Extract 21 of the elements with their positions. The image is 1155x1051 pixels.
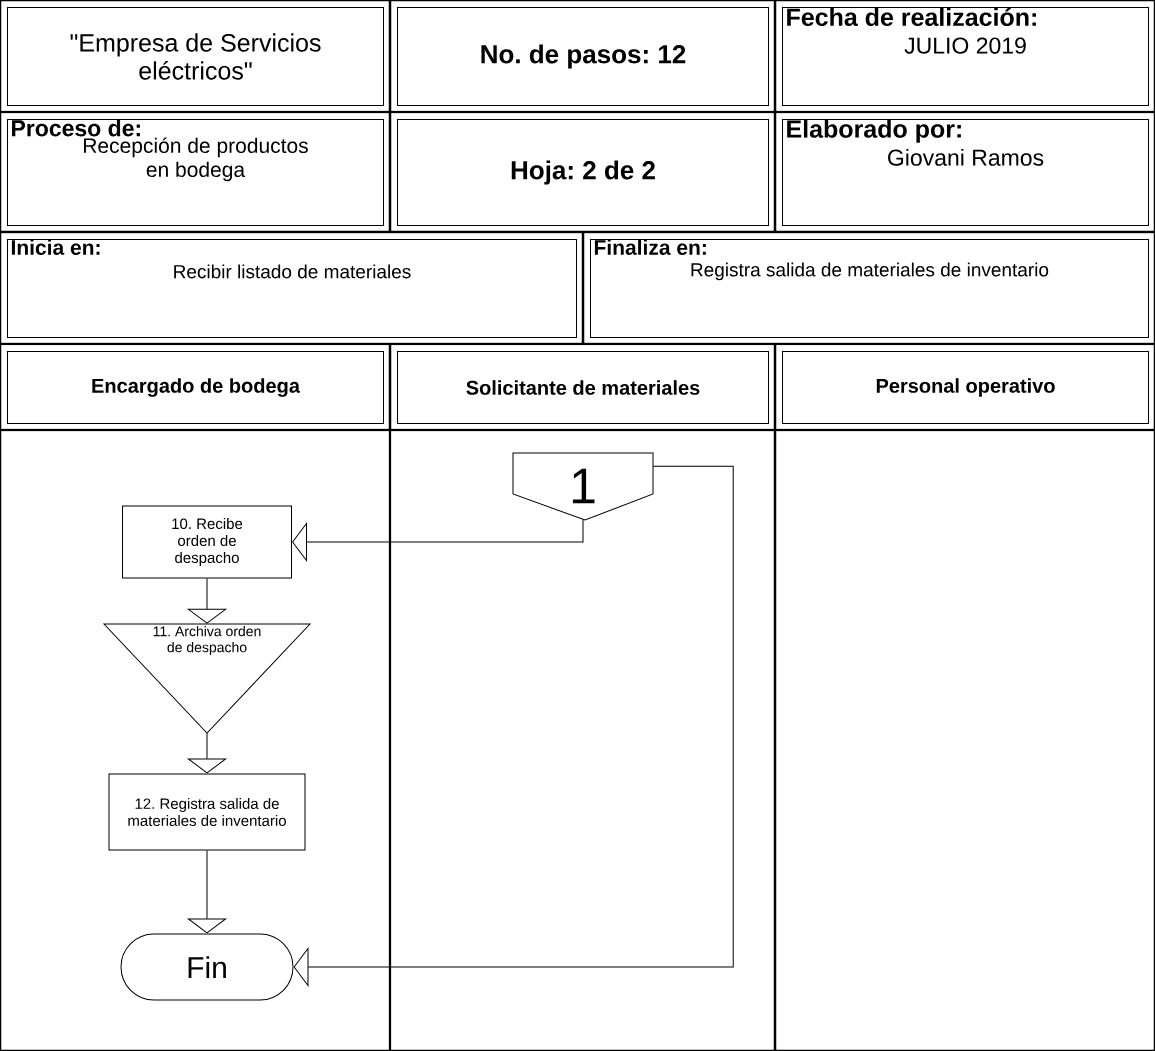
header-cell: Elaborado por: Giovani Ramos <box>782 119 1149 226</box>
header-cell: Inicia en: Recibir listado de materiales <box>7 239 577 338</box>
lane-header: Personal operativo <box>782 351 1149 424</box>
arrow <box>293 465 734 987</box>
process-box: 10. Recibe orden de despacho <box>122 505 292 579</box>
terminator: Fin <box>120 933 294 1001</box>
arrow <box>187 850 227 934</box>
header-cell: Finaliza en: Registra salida de materiales de inventario <box>590 239 1149 338</box>
header-cell: Proceso de: Recepción de productos en bodega <box>7 119 384 226</box>
header-cell: Fecha de realización: JULIO 2019 <box>782 7 1149 106</box>
process-box: 12. Registra salida de materiales de inventario <box>108 773 306 851</box>
archive-triangle: 11. Archiva orden de despacho <box>103 623 311 734</box>
header-cell: No. de pasos: 12 <box>397 7 769 106</box>
header-cell: "Empresa de Servicios eléctricos" <box>7 7 384 106</box>
off-page-connector: 1 <box>512 452 654 521</box>
lane-header: Encargado de bodega <box>7 351 384 424</box>
arrow <box>292 519 584 562</box>
arrow <box>187 578 227 624</box>
arrow <box>187 732 227 774</box>
header-cell: Hoja: 2 de 2 <box>397 119 769 226</box>
lane-header: Solicitante de materiales <box>397 351 769 424</box>
